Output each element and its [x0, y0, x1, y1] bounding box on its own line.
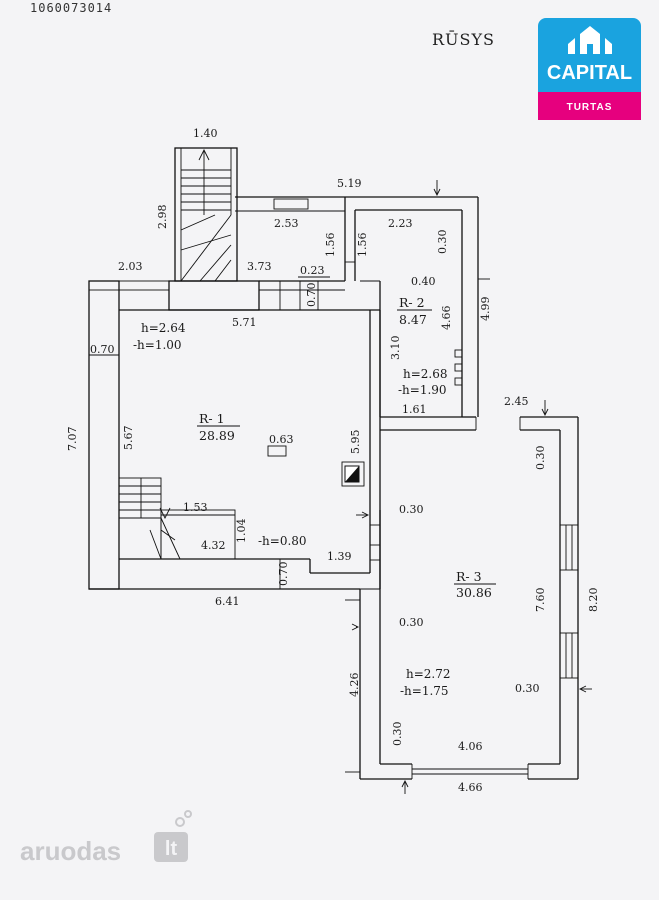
aruodas-watermark: aruodas lt [20, 810, 192, 866]
dim-1-39: 1.39 [327, 550, 352, 563]
dim-5-67: 5.67 [122, 426, 135, 451]
dim-7-07: 7.07 [66, 427, 79, 452]
dim-1-04: 1.04 [235, 519, 248, 544]
dim-4-66-b: 4.66 [458, 781, 483, 794]
room-r2-height: h=2.68 [403, 367, 448, 381]
dim-0-30-a: 0.30 [436, 230, 449, 255]
room-r3-id: R- 3 [456, 569, 482, 584]
room-r2-area: 8.47 [399, 312, 427, 327]
landing-depth-note: -h=0.80 [258, 534, 307, 548]
dim-5-71: 5.71 [232, 316, 257, 329]
dim-4-32: 4.32 [201, 539, 226, 552]
dim-1-61: 1.61 [402, 403, 427, 416]
dim-0-40: 0.40 [411, 275, 436, 288]
dim-5-19: 5.19 [337, 177, 362, 190]
room-r3-area: 30.86 [456, 585, 492, 600]
dim-8-20: 8.20 [587, 588, 600, 613]
document-number: 1060073014 [30, 1, 112, 15]
dim-3-73: 3.73 [247, 260, 272, 273]
room-r2-id: R- 2 [399, 295, 425, 310]
logo-main-text: CAPITAL [547, 62, 632, 84]
dim-0-30-e: 0.30 [515, 682, 540, 695]
dim-0-70-c: 0.70 [277, 562, 290, 587]
dim-0-30-b: 0.30 [534, 446, 547, 471]
dim-0-70-a: 0.70 [305, 283, 318, 308]
room-r2-depth: -h=1.90 [398, 383, 447, 397]
dim-2-45: 2.45 [504, 395, 529, 408]
dim-1-53: 1.53 [183, 501, 208, 514]
dim-0-23: 0.23 [300, 264, 325, 277]
capital-turtas-logo: CAPITAL TURTAS [538, 18, 641, 120]
dim-3-10: 3.10 [389, 336, 402, 361]
dimension-ticks [345, 180, 592, 794]
dim-4-66-a: 4.66 [440, 306, 453, 331]
dim-7-60: 7.60 [534, 588, 547, 613]
dim-2-23: 2.23 [388, 217, 413, 230]
dim-1-56-a: 1.56 [324, 233, 337, 258]
logo-sub-text: TURTAS [567, 102, 613, 113]
dim-0-30-d: 0.30 [399, 616, 424, 629]
dim-0-63: 0.63 [269, 433, 294, 446]
room-r1-height: h=2.64 [141, 321, 186, 335]
dim-1-56-b: 1.56 [356, 233, 369, 258]
dim-4-26: 4.26 [348, 673, 361, 698]
dim-2-03: 2.03 [118, 260, 143, 273]
dim-2-98: 2.98 [156, 205, 169, 230]
dim-0-30-c: 0.30 [399, 503, 424, 516]
room-r1-depth: -h=1.00 [133, 338, 182, 352]
room-r3: R- 3 30.86 h=2.72 -h=1.75 [400, 569, 496, 698]
stove-icon [341, 461, 365, 487]
column-marker [267, 445, 287, 457]
watermark-suffix: lt [165, 838, 178, 860]
watermark-text: aruodas [20, 836, 121, 866]
floor-title: RŪSYS [432, 29, 495, 49]
room-r1: R- 1 28.89 h=2.64 -h=1.00 [133, 321, 240, 443]
room-r1-area: 28.89 [199, 428, 235, 443]
house-icon [568, 26, 612, 54]
dim-0-70-b: 0.70 [90, 343, 115, 356]
room-r3-depth: -h=1.75 [400, 684, 449, 698]
dim-4-99: 4.99 [479, 297, 492, 322]
interior-staircase [118, 477, 236, 560]
dim-6-41: 6.41 [215, 595, 240, 608]
walls [88, 196, 579, 780]
dim-5-95: 5.95 [349, 430, 362, 455]
room-r3-height: h=2.72 [406, 667, 451, 681]
dim-0-30-f: 0.30 [391, 722, 404, 747]
dim-4-06: 4.06 [458, 740, 483, 753]
room-r2: R- 2 8.47 h=2.68 -h=1.90 [397, 295, 448, 397]
exterior-staircase [174, 147, 238, 282]
room-r1-id: R- 1 [199, 411, 225, 426]
dim-1-40: 1.40 [193, 127, 218, 140]
dim-2-53: 2.53 [274, 217, 299, 230]
dimension-labels: 1.40 5.19 2.98 2.53 2.23 1.56 1.56 0.30 … [66, 127, 600, 794]
